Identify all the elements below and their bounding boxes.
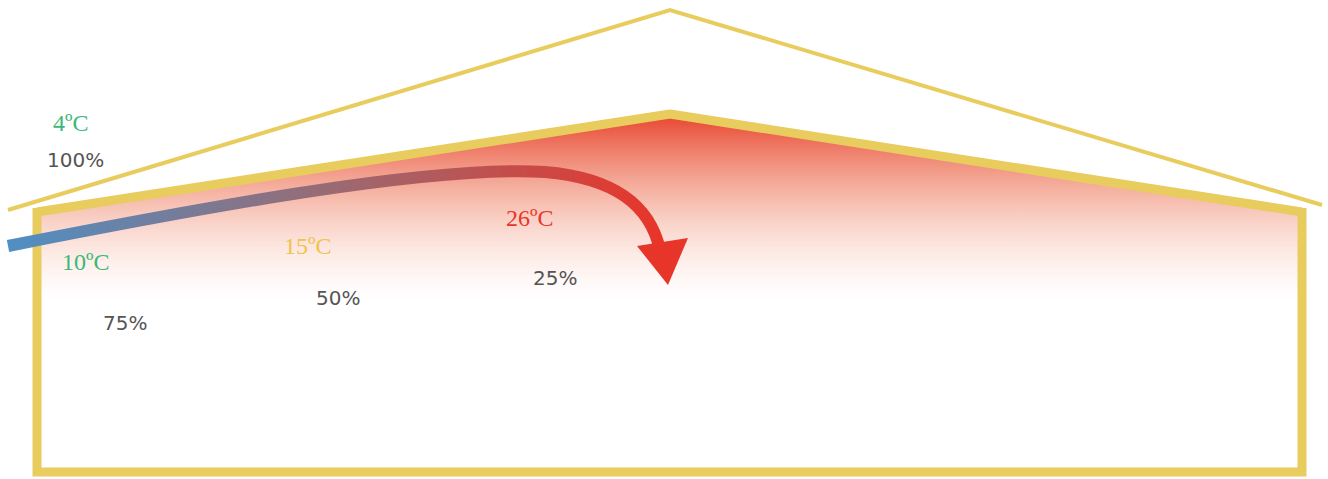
temperature-label: 15ºC xyxy=(284,234,331,258)
air-flow-arrow xyxy=(8,171,660,250)
temperature-label: 26ºC xyxy=(506,206,553,230)
temperature-label: 4ºC xyxy=(53,111,88,135)
humidity-label: 75% xyxy=(103,313,147,333)
arrow-head xyxy=(637,238,688,285)
humidity-label: 100% xyxy=(47,150,104,170)
humidity-label: 25% xyxy=(533,268,577,288)
temperature-label: 10ºC xyxy=(62,250,109,274)
ceiling xyxy=(37,114,1302,212)
building-walls xyxy=(37,208,1302,472)
humidity-label: 50% xyxy=(316,288,360,308)
